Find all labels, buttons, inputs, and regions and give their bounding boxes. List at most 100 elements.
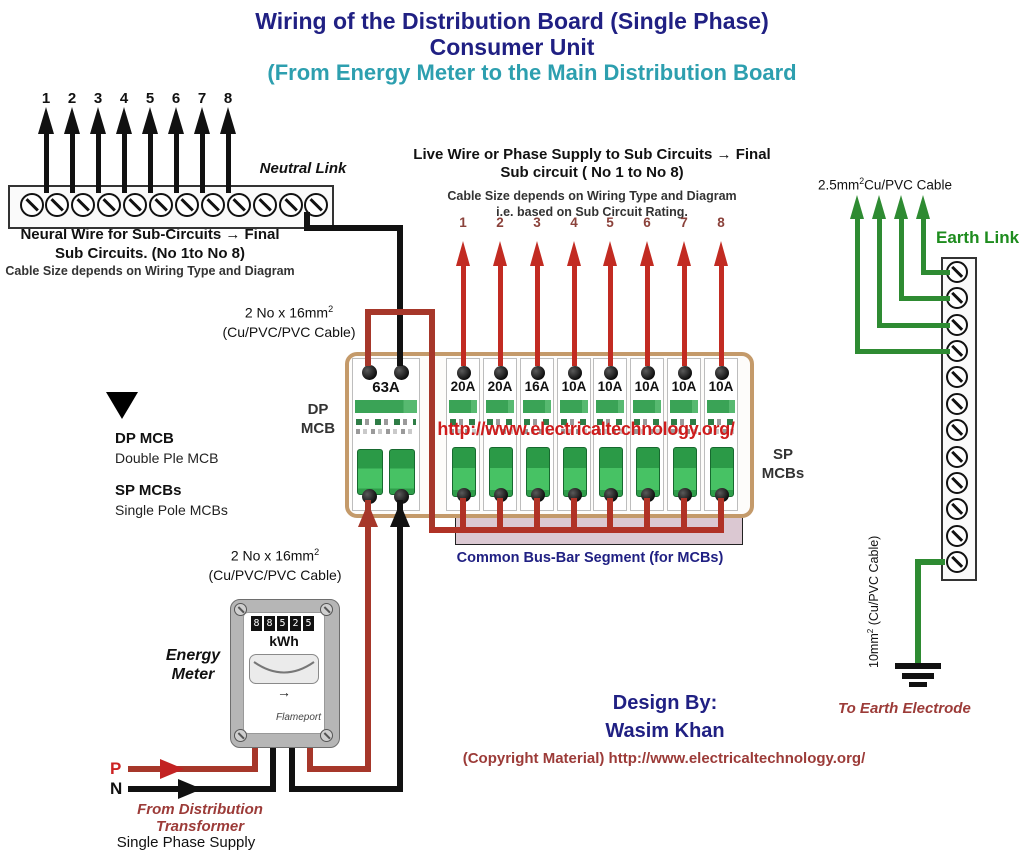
sp-mcb-detail [524,419,550,425]
earth-arrow-icon [850,195,864,219]
phase-wire-dp-top [365,309,371,366]
sp-mcb-label-band [449,400,477,413]
sp-mcb-label-band [670,400,698,413]
phase-wire-to-busbar [429,309,435,533]
meter-dial-curve [253,661,315,674]
sp-mcb-module: 10A [557,358,591,511]
earth-arrow-icon [872,195,886,219]
earth-wire-horizontal [898,295,950,301]
busbar-stub [460,498,466,533]
supply-caption-1: From Distribution [137,801,263,818]
dp-mcb-detail [356,419,416,425]
live-arrow-icon [677,241,691,266]
neutral-arrow-shaft [147,130,153,193]
cable16-label-top: 2 No x 16mm2 (Cu/PVC/PVC Cable) [214,300,364,342]
neutral-circuit-number: 2 [67,90,77,107]
neutral-link-strip [8,185,334,229]
watermark-url: http://www.electricaltechnology.org/ [437,419,735,439]
terminal-screw-icon [19,192,44,217]
sp-mcb-detail [671,429,697,434]
live-arrow-icon [714,241,728,266]
terminal-screw-icon [641,366,655,380]
legend-sp-sub: Single Pole MCBs [115,502,228,518]
live-note-2: i.e. based on Sub Circuit Rating. [496,205,688,219]
sp-mcb-detail [450,429,476,434]
busbar-stub [644,498,650,533]
earth-cable-label-base: 2.5mm [818,177,860,193]
legend-dp-title: DP MCB [115,430,174,447]
sp-mcb-label-band [523,400,551,413]
phase-supply-label: P [110,759,122,778]
dp-mcb-detail [356,429,416,434]
meter-brand-label: Flameport [275,712,321,723]
terminal-screw-icon [174,192,199,217]
cable16-label-bottom: 2 No x 16mm2 (Cu/PVC/PVC Cable) [200,543,350,585]
neutral-wire-horizontal [304,225,403,231]
energy-meter-label-line1: Energy [165,647,221,664]
sp-mcb-rating: 10A [597,379,623,394]
dp-side-label-line1: DP [307,401,329,418]
neutral-wire-meter-out-horizontal [289,786,403,792]
sp-mcb-rating: 10A [708,379,734,394]
sp-mcb-detail [524,429,550,434]
earth-ground-wire-vertical [915,559,921,665]
terminal-screw-icon [678,366,692,380]
legend-dp-sub: Double Ple MCB [115,450,219,466]
phase-supply-line [128,766,258,772]
live-circuit-number: 6 [643,215,651,230]
dp-mcb-toggle [357,449,383,495]
busbar-stub [718,498,724,533]
earth-electrode-icon-bar3 [909,682,927,687]
dp-mcb-side-label: DP MCB [295,400,341,438]
sp-mcb-rating: 10A [561,379,587,394]
terminal-screw-icon [946,392,968,415]
sp-mcb-rating: 10A [634,379,660,394]
legend-sp-title: SP MCBs [115,482,182,499]
neutral-circuit-number: 7 [197,90,207,107]
meter-digit: 2 [290,616,301,631]
meter-screw-icon [234,603,247,616]
dp-mcb-module: 63A [352,358,420,511]
live-arrow-shaft [460,264,466,366]
sp-side-label-line1: SP [772,446,793,463]
dp-mcb-rating: 63A [372,379,400,396]
neutral-caption-3: Cable Size depends on Wiring Type and Di… [5,264,295,278]
live-arrow-icon [640,241,654,266]
cable16-rest: (Cu/PVC/PVC Cable) [222,323,356,340]
terminal-screw-icon [200,192,225,217]
pointer-triangle-icon [106,392,138,419]
cable16-base: 2 No x 16mm [244,304,329,321]
neutral-arrow-icon [220,107,236,134]
earth-arrow-icon [894,195,908,219]
earth-down-cable-sup: 2 [866,628,875,634]
meter-screw-icon [234,729,247,742]
phase-arrow-icon [358,503,378,527]
live-arrow-shaft [534,264,540,366]
diagram-subtitle: (From Energy Meter to the Main Distribut… [267,60,797,85]
meter-digit: 5 [303,616,314,631]
cable16-sup: 2 [328,304,334,314]
neutral-arrow-shaft [225,130,231,193]
meter-unit-label: kWh [269,633,299,649]
terminal-screw-icon [946,419,968,442]
terminal-screw-icon [494,366,508,380]
live-arrow-shaft [571,264,577,366]
author-name: Wasim Khan [605,720,725,742]
diagram-title-line1: Wiring of the Distribution Board (Single… [255,8,769,34]
earth-cable-label: 2.5mm2Cu/PVC Cable [818,176,952,193]
sp-mcb-detail [708,419,734,425]
phase-flow-arrow-icon [160,759,184,779]
neutral-arrow-icon [116,107,132,134]
meter-dial-window [249,654,319,684]
sp-mcbs-side-label: SP MCBs [756,445,810,483]
terminal-screw-icon [946,550,968,573]
live-arrow-icon [456,241,470,266]
neutral-caption-1: Neural Wire for Sub-Circuits → Final [20,226,280,243]
neutral-caption-2: Sub Circuits. (No 1to No 8) [54,245,245,262]
meter-digit: 8 [251,616,262,631]
live-heading-2: Sub circuit ( No 1 to No 8) [500,164,684,181]
terminal-screw-icon [278,192,303,217]
terminal-screw-icon [457,366,471,380]
sp-mcb-module: 16A [520,358,554,511]
